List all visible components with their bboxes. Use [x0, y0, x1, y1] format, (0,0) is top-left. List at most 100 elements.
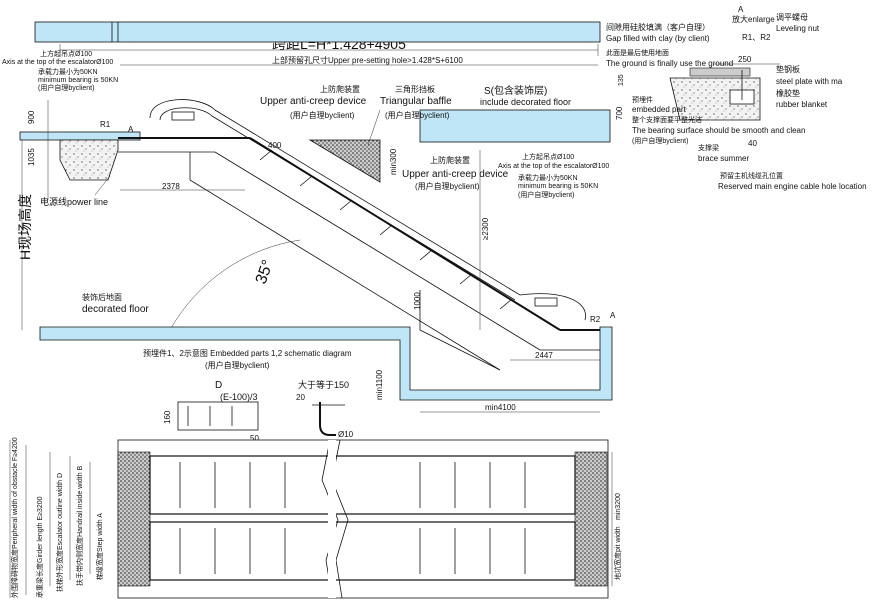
enlarge-detail: A 放大enlarge R1、R2 250 间隙用硅胶填满（客户自理） Gap …	[606, 5, 867, 191]
lower-floor	[39, 326, 613, 401]
svg-text:250: 250	[738, 55, 752, 64]
upper-hole-dimension: 上部预留孔尺寸Upper pre-setting hole>1.428*S+61…	[120, 55, 598, 66]
svg-text:A: A	[128, 125, 134, 134]
svg-text:400: 400	[268, 141, 282, 150]
svg-text:垫钢板: 垫钢板	[776, 64, 800, 74]
svg-text:rubber blanket: rubber blanket	[776, 100, 828, 109]
upper-support	[59, 139, 119, 181]
svg-text:50: 50	[250, 434, 259, 443]
width-d-label: 扶梯外形宽度Escalator outline width D	[55, 473, 64, 592]
svg-text:(用户自理byclient): (用户自理byclient)	[38, 83, 94, 92]
svg-text:700: 700	[615, 106, 624, 120]
svg-text:上方起吊点Ø100: 上方起吊点Ø100	[522, 152, 574, 161]
lower-hoist-note: 上方起吊点Ø100 Axis at the top of the escalat…	[498, 152, 609, 199]
triangular-baffle	[308, 139, 381, 183]
svg-text:minimum bearing is 50KN: minimum bearing is 50KN	[38, 77, 118, 84]
svg-text:上防爬装置: 上防爬装置	[320, 84, 360, 94]
svg-text:35°: 35°	[253, 258, 277, 287]
svg-text:整个支撑面要平整光洁: 整个支撑面要平整光洁	[632, 115, 702, 124]
svg-text:电源线power line: 电源线power line	[40, 196, 108, 207]
plan-view: 外围障碍物宽度Peripheral width of obstacle F≥42…	[9, 437, 622, 599]
svg-text:预埋件1、2示意图 Embedded parts 1,2 s: 预埋件1、2示意图 Embedded parts 1,2 schematic d…	[143, 348, 352, 358]
embedded-caption: 预埋件1、2示意图 Embedded parts 1,2 schematic d…	[143, 348, 352, 370]
svg-text:decorated floor: decorated floor	[82, 304, 149, 315]
width-a-label: 梯级宽度Step width A	[95, 513, 104, 580]
svg-text:R1、R2: R1、R2	[742, 33, 771, 42]
svg-text:此面是最后使用地面: 此面是最后使用地面	[606, 48, 669, 57]
svg-text:steel plate with ma: steel plate with ma	[776, 77, 843, 86]
svg-text:承载力最小为50KN: 承载力最小为50KN	[518, 173, 578, 182]
svg-text:The ground is finally use the: The ground is finally use the ground	[606, 59, 733, 68]
svg-text:min300: min300	[389, 148, 398, 175]
svg-text:(用户自理byclient): (用户自理byclient)	[205, 360, 270, 370]
svg-text:(用户自理byclient): (用户自理byclient)	[385, 110, 450, 120]
svg-text:Axis at the top of the escalat: Axis at the top of the escalatorØ100	[2, 59, 113, 66]
lower-anti-creep-note: 上防爬装置 Upper anti-creep device (用户自理bycli…	[402, 155, 509, 191]
width-b-label: 扶手带内侧宽度Handrail inside width B	[75, 465, 84, 586]
svg-text:≥2300: ≥2300	[481, 217, 490, 240]
svg-text:D: D	[215, 380, 222, 391]
h-height-label: H现场高度	[17, 140, 33, 330]
svg-text:间隙用硅胶填满（客户自理）: 间隙用硅胶填满（客户自理）	[606, 22, 710, 32]
escalator-truss	[118, 99, 600, 371]
svg-text:Upper anti-creep device: Upper anti-creep device	[260, 96, 367, 107]
power-line-note: 电源线power line	[40, 175, 111, 207]
svg-text:The bearing surface should be: The bearing surface should be smooth and…	[632, 126, 805, 135]
embedded-plate-detail: D (E-100)/3 160 50	[163, 380, 259, 443]
svg-text:H现场高度: H现场高度	[17, 194, 33, 260]
svg-text:min1100: min1100	[375, 369, 384, 400]
svg-text:橡胶垫: 橡胶垫	[776, 88, 800, 98]
upper-hole-label: 上部预留孔尺寸Upper pre-setting hole>1.428*S+61…	[272, 55, 463, 65]
svg-text:上防爬装置: 上防爬装置	[430, 155, 470, 165]
upper-anti-creep-note: 上防爬装置 Upper anti-creep device (用户自理bycli…	[260, 84, 367, 120]
width-f-label: 外围障碍物宽度Peripheral width of obstacle F≥42…	[10, 437, 19, 598]
svg-text:1000: 1000	[413, 292, 422, 310]
width-e-label: 承重梁长度Girder length E≥3200	[35, 496, 44, 598]
svg-text:A: A	[610, 311, 616, 320]
svg-text:Triangular baffle: Triangular baffle	[380, 96, 452, 107]
svg-text:装饰后地面: 装饰后地面	[82, 292, 122, 302]
left-dims: 900 1035 R1 A	[27, 100, 134, 200]
svg-text:include decorated floor: include decorated floor	[480, 97, 571, 107]
svg-text:20: 20	[296, 393, 305, 402]
svg-text:预埋件: 预埋件	[632, 95, 653, 104]
svg-text:brace summer: brace summer	[698, 154, 749, 163]
svg-text:R2: R2	[590, 315, 601, 324]
svg-text:预留主机线缆孔位置: 预留主机线缆孔位置	[720, 171, 783, 180]
svg-text:Reserved main engine cable hol: Reserved main engine cable hole location	[718, 182, 867, 191]
svg-text:调平螺母: 调平螺母	[776, 12, 808, 22]
svg-text:min4100: min4100	[485, 403, 516, 412]
svg-text:40: 40	[748, 139, 757, 148]
min3200-label: min3200	[615, 493, 622, 520]
svg-text:(用户自理byclient): (用户自理byclient)	[415, 181, 480, 191]
svg-text:Upper anti-creep device: Upper anti-creep device	[402, 169, 509, 180]
svg-text:(用户自理byclient): (用户自理byclient)	[632, 136, 688, 145]
svg-text:embedded part: embedded part	[632, 105, 687, 114]
svg-text:Axis at the top of the escalat: Axis at the top of the escalatorØ100	[498, 163, 609, 170]
internal-dims: 400 2378 min300 ≥2300 1000	[120, 141, 490, 330]
svg-text:minimum bearing is 50KN: minimum bearing is 50KN	[518, 183, 598, 190]
svg-text:放大enlarge: 放大enlarge	[732, 14, 775, 24]
triangular-baffle-note: 三角形挡板 Triangular baffle (用户自理byclient)	[367, 84, 452, 146]
svg-text:135: 135	[618, 74, 625, 86]
svg-text:R1: R1	[100, 120, 111, 129]
svg-text:(E-100)/3: (E-100)/3	[220, 392, 258, 402]
anchor-detail: 大于等于150 20 Ø10	[296, 379, 354, 439]
svg-text:Gap filled with clay (by clien: Gap filled with clay (by client)	[606, 34, 710, 43]
svg-text:支撑梁: 支撑梁	[698, 143, 719, 152]
svg-text:大于等于150: 大于等于150	[298, 379, 349, 390]
svg-text:Leveling nut: Leveling nut	[776, 24, 820, 33]
lower-dims: 2447 min1100 min4100 R2 A	[375, 311, 616, 413]
svg-text:三角形挡板: 三角形挡板	[395, 84, 435, 94]
upper-floor	[34, 21, 601, 43]
top-hoist-note: 上方起吊点Ø100 Axis at the top of the escalat…	[2, 49, 118, 92]
svg-text:2378: 2378	[162, 182, 180, 191]
pit-width-label: 地坑宽度pit width	[613, 526, 622, 580]
plan-steps	[179, 462, 526, 574]
svg-text:(用户自理byclient): (用户自理byclient)	[518, 190, 574, 199]
svg-text:S(包含装饰层): S(包含装饰层)	[484, 84, 547, 97]
s-decor-note: S(包含装饰层) include decorated floor	[480, 84, 571, 107]
angle-35: 35°	[169, 239, 301, 331]
